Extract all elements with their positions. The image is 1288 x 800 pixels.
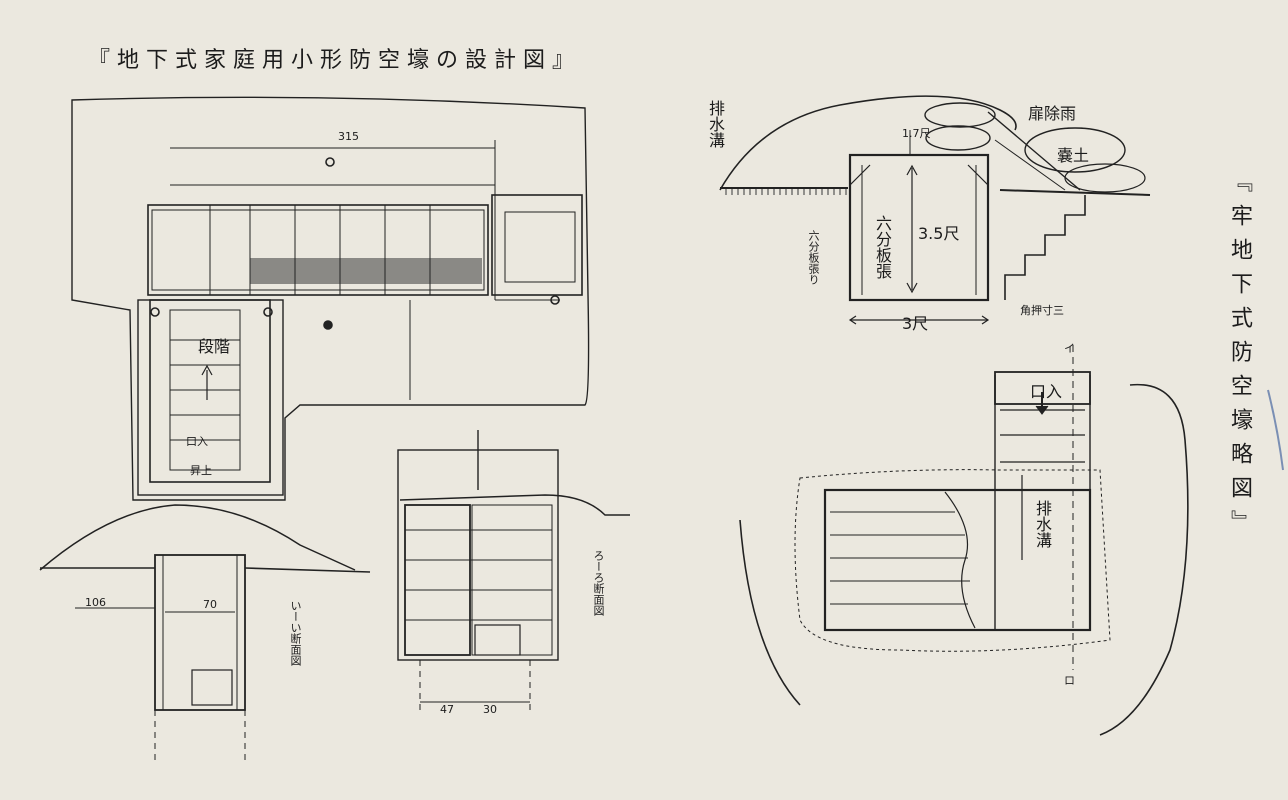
section-i <box>39 504 371 760</box>
plan-right <box>739 345 1189 736</box>
board-lining-label: 六分板張 <box>873 215 892 279</box>
board-lining-left-label: 六分板張り <box>807 230 820 285</box>
dim-47: 47 <box>440 703 454 716</box>
drain-channel-label: 排水溝 <box>1033 500 1052 548</box>
corner-brace-label: 角押寸三 <box>1020 304 1064 317</box>
steps-label: 段階 <box>198 337 231 356</box>
dim-30: 30 <box>483 703 497 716</box>
section-i-label: いーい断面図 <box>289 600 302 666</box>
marker-ro: ロ <box>1064 674 1075 687</box>
plan-dim-top: 315 <box>338 130 359 143</box>
cross-section <box>719 95 1151 325</box>
dim-70: 70 <box>203 598 217 611</box>
side-title: 『牢地下式防空壕略図』 <box>1227 170 1252 544</box>
roof-rain-label: 扉除雨 <box>1028 104 1077 123</box>
entrance-right-label: 口入 <box>1030 382 1063 401</box>
height-17-label: 1.7尺 <box>902 127 931 140</box>
soil-bags-label: 嚢土 <box>1057 146 1090 165</box>
plan-view <box>71 96 590 501</box>
width-3-label: 3尺 <box>902 314 929 333</box>
entrance-label: 口入 <box>186 435 208 448</box>
height-35-label: 3.5尺 <box>918 224 960 243</box>
up-label: 昇上 <box>190 464 212 477</box>
section-ro <box>397 430 630 715</box>
marker-i: イ <box>1064 342 1075 355</box>
section-ro-label: ろーろ断面図 <box>592 550 605 616</box>
edge-mark <box>1267 389 1284 471</box>
dim-106: 106 <box>85 596 106 609</box>
drain-ditch-label: 排水溝 <box>706 100 725 148</box>
main-title: 『地下式家庭用小形防空壕の設計図』 <box>88 48 582 73</box>
